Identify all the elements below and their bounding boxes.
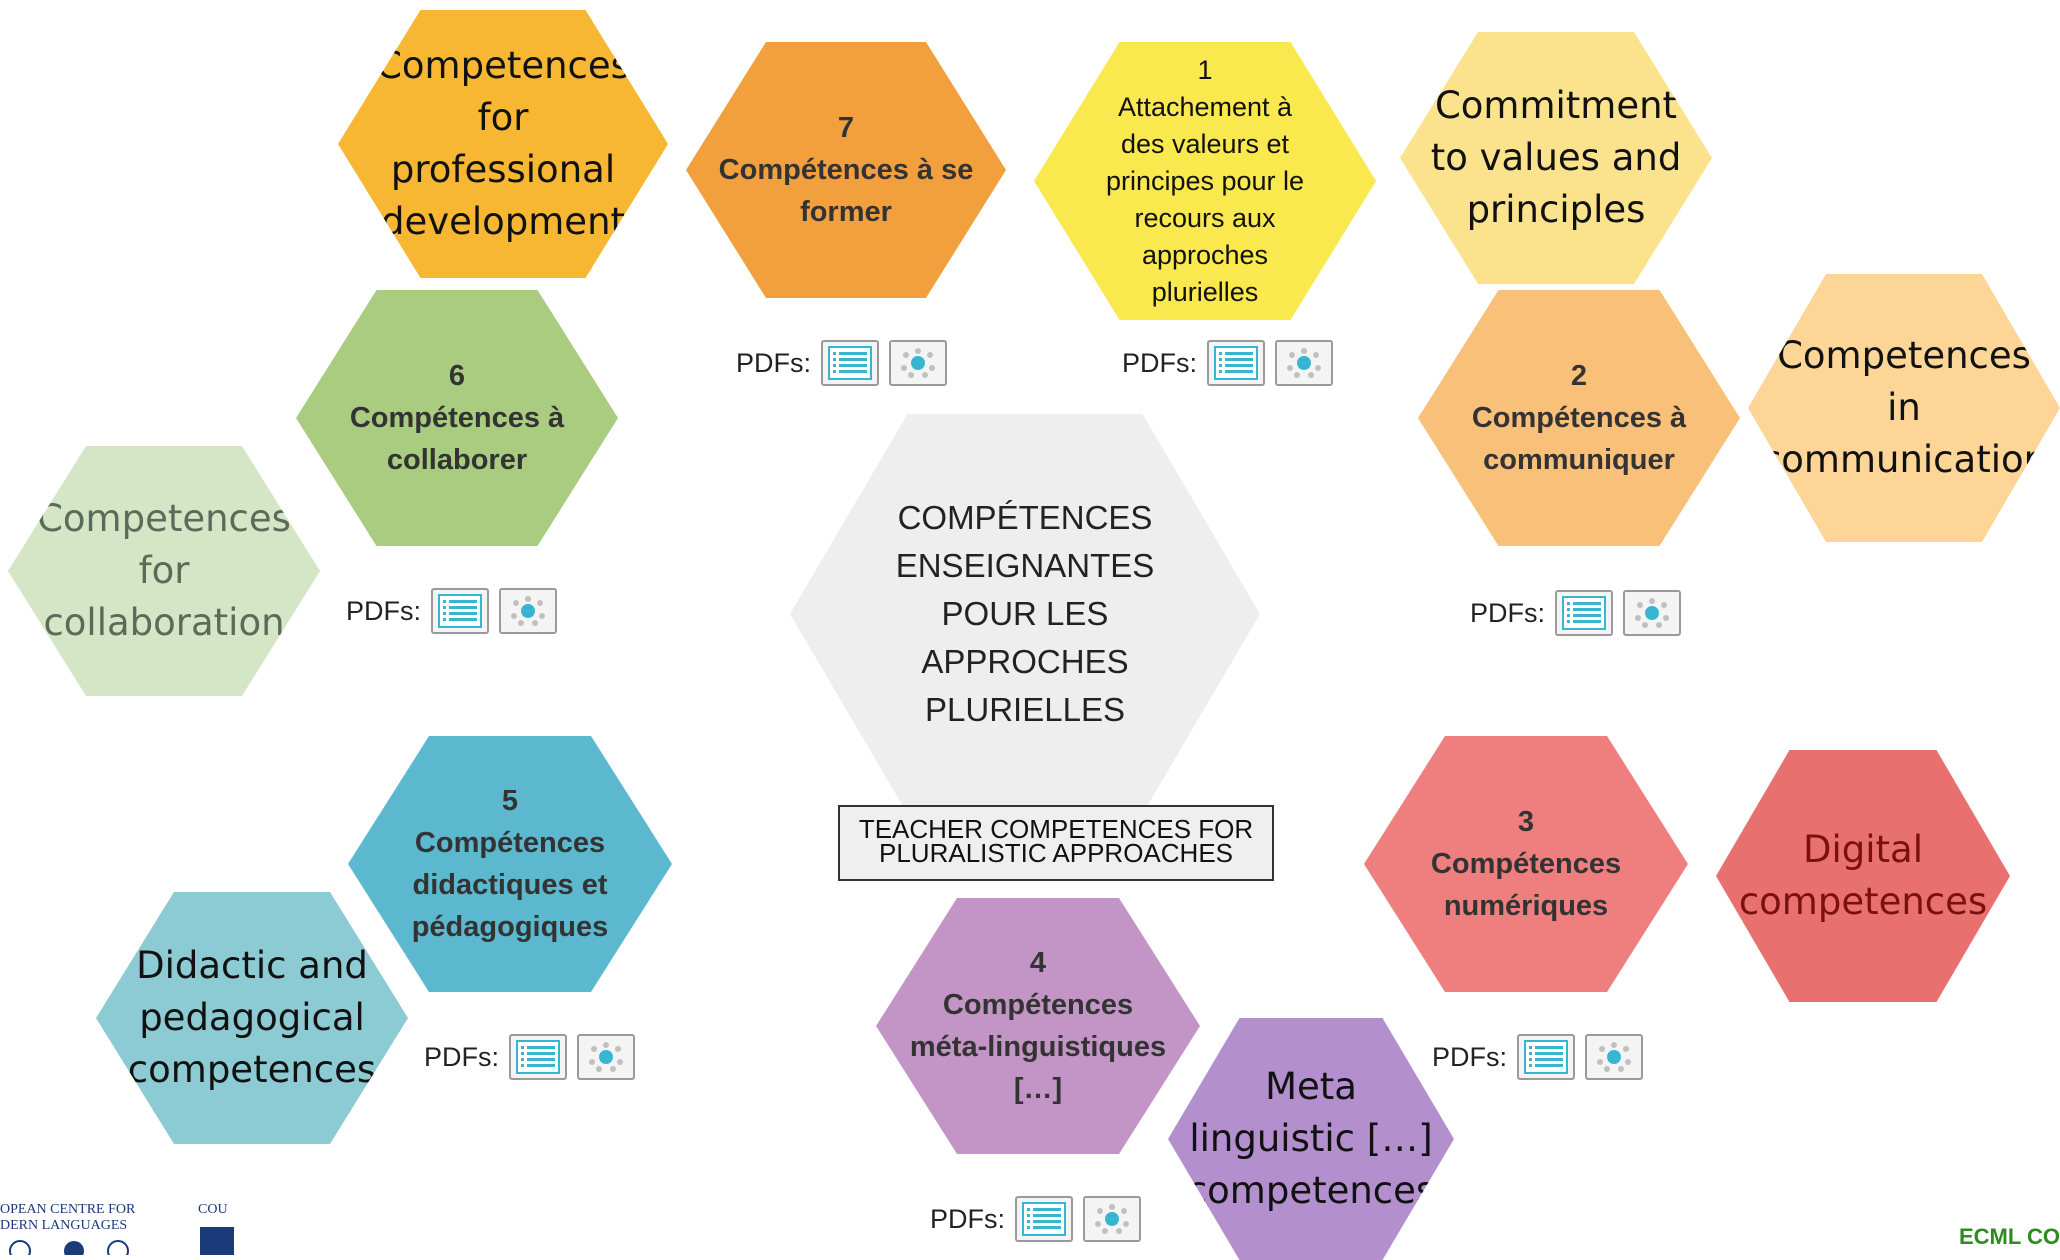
english-label-7: Competences for professional development (376, 44, 630, 243)
competence-number-1: 1 (1197, 54, 1213, 85)
network-icon[interactable] (1275, 340, 1334, 386)
pdf-label-3: PDFs: (1432, 1041, 1508, 1072)
competence-label-1: Attachement à des valeurs et principes p… (1105, 91, 1305, 307)
list-icon[interactable] (1555, 590, 1614, 636)
competence-hex-2[interactable]: 2 Compétences à communiquer (1418, 290, 1740, 546)
ecml-footer-label: ECML CO (1958, 1224, 2060, 1249)
competence-label-6: Compétences à collaborer (349, 402, 565, 476)
network-icon[interactable] (577, 1034, 636, 1080)
english-label-3: Digital competences (1738, 828, 1988, 923)
english-label-5: Didactic and pedagogical competences (127, 944, 377, 1091)
network-icon[interactable] (1083, 1196, 1142, 1242)
center-translation: TEACHER COMPETENCES FOR PLURALISTIC APPR… (858, 814, 1254, 868)
english-hex-5: Didactic and pedagogical competences (96, 892, 408, 1144)
english-label-6: Competences for collaboration (37, 497, 291, 644)
network-icon[interactable] (889, 340, 948, 386)
competence-number-7: 7 (837, 112, 855, 144)
competence-hex-7[interactable]: 7 Compétences à se former (686, 42, 1006, 298)
pdf-links-6: PDFs: (346, 588, 558, 634)
english-hex-7: Competences for professional development (338, 10, 668, 278)
list-icon[interactable] (431, 588, 490, 634)
competence-hex-5[interactable]: 5 Compétences didactiques et pédagogique… (348, 736, 672, 992)
competence-number-3: 3 (1517, 806, 1535, 838)
list-icon[interactable] (1517, 1034, 1576, 1080)
pdf-label-5: PDFs: (424, 1041, 500, 1072)
competence-label-5: Compétences didactiques et pédagogiques (411, 827, 609, 943)
pdf-links-2: PDFs: (1470, 590, 1682, 636)
logo-text-1: OPEAN CENTRE FOR (0, 1202, 136, 1217)
pdf-label-6: PDFs: (346, 595, 422, 626)
english-hex-4: Meta linguistic […] competences (1168, 1018, 1454, 1260)
list-icon[interactable] (509, 1034, 568, 1080)
competence-hex-4[interactable]: 4 Compétences méta-linguistiques […] (876, 898, 1200, 1154)
pdf-label-7: PDFs: (736, 347, 812, 378)
network-icon[interactable] (499, 588, 558, 634)
network-icon[interactable] (1623, 590, 1682, 636)
pdf-links-4: PDFs: (930, 1196, 1142, 1242)
pdf-label-4: PDFs: (930, 1203, 1006, 1234)
list-icon[interactable] (1015, 1196, 1074, 1242)
logo-text-3: COU (198, 1202, 228, 1217)
competence-hex-3[interactable]: 3 Compétences numériques (1364, 736, 1688, 992)
competence-number-2: 2 (1570, 360, 1588, 392)
competence-label-2: Compétences à communiquer (1471, 402, 1687, 476)
pdf-links-3: PDFs: (1432, 1034, 1644, 1080)
pdf-links-5: PDFs: (424, 1034, 636, 1080)
logo-text-2: DERN LANGUAGES (0, 1218, 127, 1233)
english-label-2: Competences in communication (1760, 334, 2048, 481)
english-hex-2: Competences in communication (1748, 274, 2060, 542)
list-icon[interactable] (1207, 340, 1266, 386)
english-hex-1: Commitment to values and principles (1400, 32, 1712, 284)
pdf-label-1: PDFs: (1122, 347, 1198, 378)
pdf-label-2: PDFs: (1470, 597, 1546, 628)
center-title: COMPÉTENCES ENSEIGNANTES POUR LES APPROC… (895, 499, 1155, 728)
center-translation-box: TEACHER COMPETENCES FOR PLURALISTIC APPR… (838, 805, 1274, 881)
pdf-links-7: PDFs: (736, 340, 948, 386)
competence-hex-1[interactable]: 1 Attachement à des valeurs et principes… (1034, 42, 1376, 320)
ecml-logo: OPEAN CENTRE FOR DERN LANGUAGES COU (0, 1195, 240, 1260)
pdf-links-1: PDFs: (1122, 340, 1334, 386)
network-icon[interactable] (1585, 1034, 1644, 1080)
english-hex-6: Competences for collaboration (8, 446, 320, 696)
competence-number-5: 5 (501, 785, 519, 817)
competence-number-4: 4 (1029, 947, 1047, 979)
competence-label-7: Compétences à se former (718, 154, 974, 228)
center-hex: COMPÉTENCES ENSEIGNANTES POUR LES APPROC… (790, 414, 1260, 814)
competence-number-6: 6 (448, 360, 466, 392)
english-hex-3: Digital competences (1716, 750, 2010, 1002)
competence-label-3: Compétences numériques (1430, 848, 1622, 922)
english-label-1: Commitment to values and principles (1430, 84, 1682, 231)
english-label-4: Meta linguistic […] competences (1186, 1065, 1436, 1212)
competence-hex-6[interactable]: 6 Compétences à collaborer (296, 290, 618, 546)
list-icon[interactable] (821, 340, 880, 386)
competence-label-4: Compétences méta-linguistiques […] (909, 989, 1167, 1105)
